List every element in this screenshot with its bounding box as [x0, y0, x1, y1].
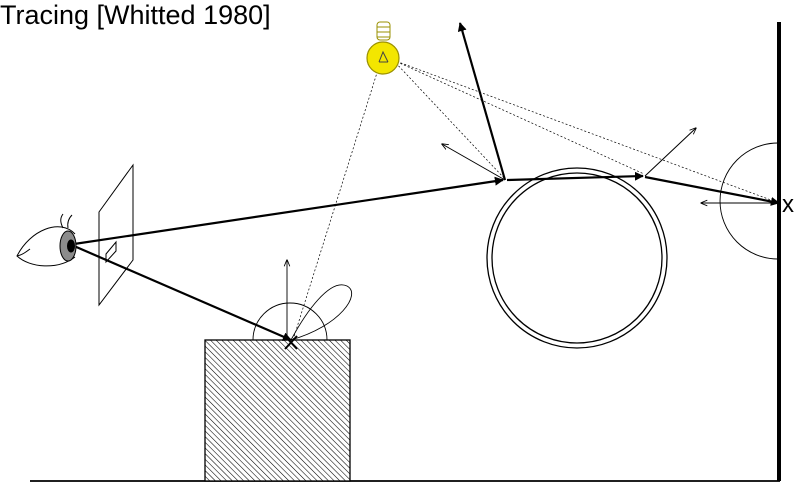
eye-icon [16, 213, 77, 267]
sphere-inner [491, 172, 663, 344]
wall-hit-label: x [782, 191, 794, 218]
exit-normal-arrow [644, 128, 696, 177]
transmitted-ray [644, 175, 780, 206]
slide-title: Tracing [Whitted 1980] [0, 0, 271, 30]
eye-to-box-ray [73, 244, 292, 342]
specular-lobe [290, 284, 353, 341]
secondary-arrows [442, 128, 777, 203]
diffuse-hemisphere [252, 302, 328, 341]
sphere-normal-arrow [442, 144, 506, 181]
shadow-rays [292, 59, 780, 341]
eye-to-sphere-ray [73, 176, 504, 246]
reflected-ray [457, 22, 507, 181]
refraction-ray [506, 171, 644, 182]
primary-rays [73, 22, 780, 342]
wall-hemisphere [719, 142, 779, 260]
diffuse-box [204, 339, 351, 482]
box-hit-marker [284, 335, 298, 350]
sphere-outer [486, 167, 668, 349]
image-plane [98, 163, 134, 307]
light-bulb-icon [366, 21, 400, 75]
